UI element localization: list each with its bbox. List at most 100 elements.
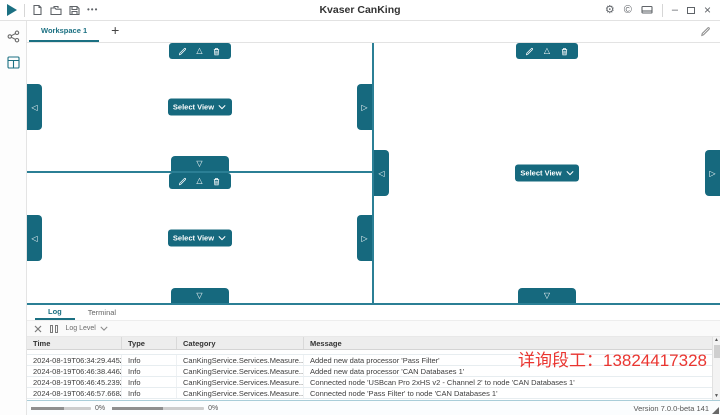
log-cell-message: Connected node 'Pass Filter' to node 'CA…: [310, 388, 498, 398]
delete-view-icon[interactable]: [212, 177, 221, 186]
log-row[interactable]: 2024-08-19T06:46:38.446Z Info CanKingSer…: [27, 366, 720, 377]
scrollbar-thumb[interactable]: [713, 345, 720, 358]
log-cell-type: Info: [122, 366, 177, 376]
expand-right-button[interactable]: ▷: [357, 215, 372, 261]
collapse-down-button[interactable]: ▽: [170, 156, 229, 171]
log-table-header: Time Type Category Message: [27, 337, 720, 350]
popout-view-icon[interactable]: △: [196, 176, 203, 185]
chevron-down-icon: [218, 105, 226, 110]
edit-workspace-icon[interactable]: [700, 26, 711, 42]
titlebar: ••• Kvaser CanKing ⚙ © – ×: [0, 0, 720, 21]
log-splitter[interactable]: [27, 303, 720, 305]
scroll-up-icon[interactable]: ▲: [714, 337, 719, 343]
open-file-icon[interactable]: [50, 5, 62, 16]
expand-right-button[interactable]: ▷: [705, 150, 720, 196]
titlebar-right-controls: ⚙ © – ×: [605, 3, 720, 17]
pause-log-icon[interactable]: [50, 324, 58, 333]
log-level-dropdown[interactable]: Log Level: [66, 325, 108, 332]
view-panel-bottom-left: △ Select View ◁ ▷ ▽: [27, 173, 372, 303]
log-row[interactable]: 2024-08-19T06:46:45.239Z Info CanKingSer…: [27, 377, 720, 388]
log-cell-type: Info: [122, 377, 177, 387]
collapse-left-button[interactable]: ◁: [374, 150, 389, 196]
log-row[interactable]: 2024-08-19T06:34:29.445Z Info CanKingSer…: [27, 355, 720, 366]
settings-gear-icon[interactable]: ⚙: [604, 3, 615, 16]
bus-load-indicator: 0%: [112, 405, 218, 412]
about-copyright-icon[interactable]: ©: [623, 3, 632, 16]
chevron-down-icon: [100, 326, 108, 331]
connections-share-icon[interactable]: [7, 30, 20, 43]
progress-bar: [112, 406, 205, 410]
select-view-label: Select View: [520, 168, 562, 178]
vertical-splitter[interactable]: [372, 43, 374, 303]
log-tabbar: Log Terminal: [27, 305, 720, 321]
log-cell-message: Connected node 'USBcan Pro 2xHS v2 - Cha…: [310, 377, 575, 387]
column-header-message[interactable]: Message: [310, 338, 342, 348]
save-icon[interactable]: [69, 5, 80, 16]
collapse-left-button[interactable]: ◁: [27, 215, 42, 261]
chevron-down-icon: [565, 171, 574, 176]
edit-view-icon[interactable]: [178, 47, 187, 56]
close-button[interactable]: ×: [703, 3, 711, 17]
panel-toolbar: △: [168, 43, 231, 59]
display-monitor-icon[interactable]: [641, 5, 653, 16]
edit-view-icon[interactable]: [178, 177, 187, 186]
add-workspace-button[interactable]: +: [111, 22, 120, 38]
maximize-button[interactable]: [686, 6, 695, 14]
toolbar-separator: [24, 3, 25, 17]
log-cell-message: Added new data processor 'Pass Filter': [310, 355, 440, 365]
select-view-button[interactable]: Select View: [515, 164, 579, 182]
scroll-down-icon[interactable]: ▼: [714, 393, 719, 399]
new-file-icon[interactable]: [32, 4, 43, 16]
content-area: Workspace 1 + △: [27, 21, 720, 415]
select-view-button[interactable]: Select View: [167, 98, 232, 116]
log-scrollbar[interactable]: ▲ ▼: [712, 337, 720, 400]
column-header-time[interactable]: Time: [27, 337, 122, 349]
progress-label: 0%: [95, 404, 106, 412]
popout-view-icon[interactable]: △: [543, 46, 551, 55]
select-view-button[interactable]: Select View: [167, 229, 232, 247]
workspace-layout-icon[interactable]: [6, 56, 20, 69]
titlebar-left-toolbar: •••: [0, 3, 99, 17]
panel-toolbar: △: [168, 173, 231, 189]
edit-view-icon[interactable]: [525, 47, 534, 56]
collapse-down-button[interactable]: ▽: [170, 288, 229, 303]
view-panel-top-left: △ Select View ◁ ▷ ▽: [27, 43, 372, 171]
clear-log-icon[interactable]: [34, 325, 42, 333]
horizontal-splitter[interactable]: [27, 171, 372, 173]
workspace-tabbar: Workspace 1 +: [27, 21, 720, 43]
clipped-log-row: [27, 350, 720, 355]
log-cell-time: 2024-08-19T06:34:29.445Z: [27, 355, 122, 365]
log-cell-time: 2024-08-19T06:46:57.668Z: [27, 388, 122, 398]
column-header-category[interactable]: Category: [177, 337, 304, 349]
log-cell-category: CanKingService.Services.Measure...: [177, 377, 304, 387]
log-cell-category: CanKingService.Services.Measure...: [177, 366, 304, 376]
delete-view-icon[interactable]: [212, 47, 221, 56]
status-bar: 0% 0% Version 7.0.0-beta 141: [27, 400, 720, 415]
play-icon[interactable]: [7, 4, 17, 16]
select-view-label: Select View: [172, 102, 215, 112]
log-cell-message: Added new data processor 'CAN Databases …: [310, 366, 465, 376]
progress-label: 0%: [208, 404, 219, 412]
more-options-icon[interactable]: •••: [87, 5, 99, 14]
log-level-label: Log Level: [65, 325, 96, 332]
resize-grip[interactable]: [712, 407, 719, 414]
log-cell-type: Info: [122, 355, 177, 365]
tab-workspace-1[interactable]: Workspace 1: [29, 21, 100, 42]
select-view-label: Select View: [172, 233, 215, 243]
collapse-down-button[interactable]: ▽: [518, 288, 576, 303]
log-row[interactable]: 2024-08-19T06:46:57.668Z Info CanKingSer…: [27, 388, 720, 399]
expand-right-button[interactable]: ▷: [357, 84, 372, 130]
column-header-type[interactable]: Type: [122, 337, 177, 349]
log-cell-category: CanKingService.Services.Measure...: [177, 388, 304, 398]
tab-terminal[interactable]: Terminal: [87, 308, 117, 317]
panel-toolbar: △: [516, 43, 578, 59]
chevron-down-icon: [218, 236, 226, 241]
minimize-button[interactable]: –: [671, 4, 678, 16]
popout-view-icon[interactable]: △: [196, 46, 203, 55]
bus-load-indicator: 0%: [31, 405, 105, 412]
collapse-left-button[interactable]: ◁: [27, 84, 42, 130]
delete-view-icon[interactable]: [560, 47, 569, 56]
log-cell-category: CanKingService.Services.Measure...: [177, 355, 304, 365]
tab-log[interactable]: Log: [35, 305, 75, 320]
